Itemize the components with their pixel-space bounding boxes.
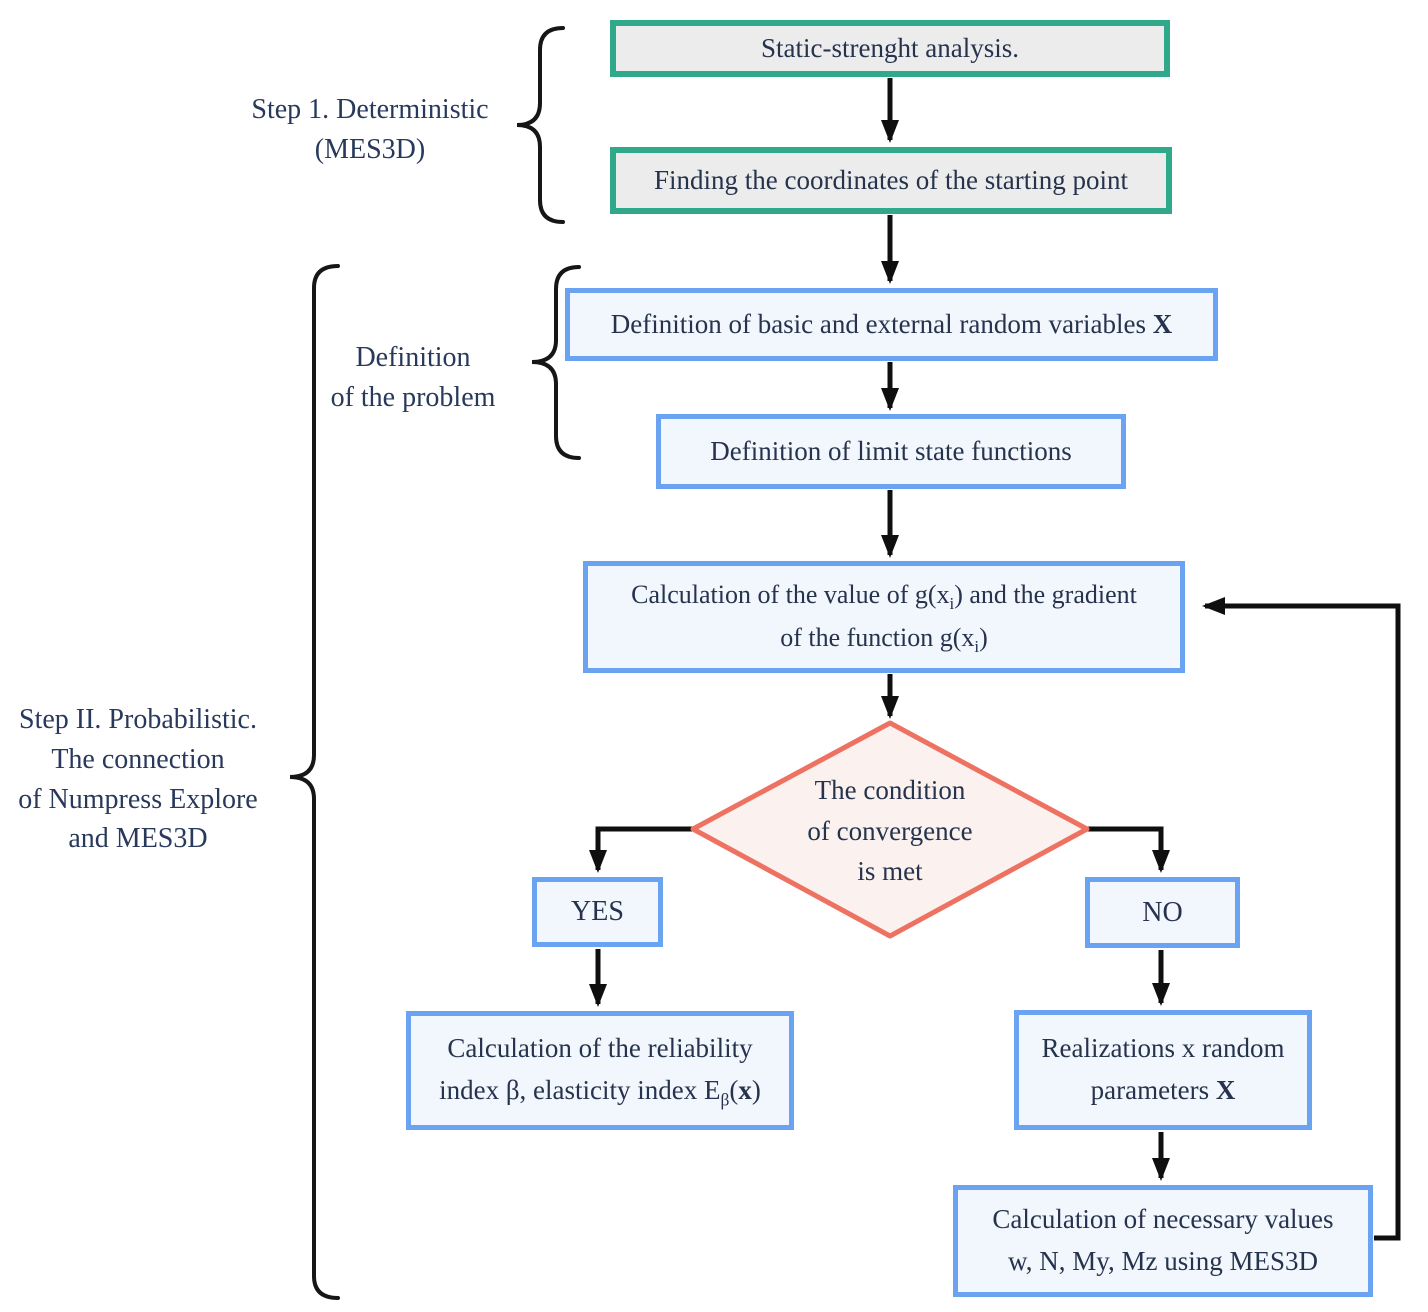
label-step2: Step II. Probabilistic. The connection of … <box>2 700 274 859</box>
node-limit-state: Definition of limit state functions <box>656 414 1126 489</box>
arrow-feedback-necessary-to-gradient <box>1202 597 1401 1241</box>
node-reliability-index: Calculation of the reliability index β, … <box>406 1011 794 1130</box>
node-realizations-line2: parameters X <box>1090 1075 1236 1105</box>
text-line: The condition <box>814 775 966 805</box>
node-yes: YES <box>532 877 663 947</box>
node-necessary-values: Calculation of necessary values w, N, My,… <box>953 1185 1373 1297</box>
node-realizations: Realizations x random parameters X <box>1014 1010 1312 1130</box>
node-yes-label: YES <box>571 896 624 928</box>
text-line: w, N, My, Mz using MES3D <box>1007 1246 1318 1276</box>
node-static-strength-analysis-label: Static-strenght analysis. <box>761 33 1019 64</box>
node-gradient-calc: Calculation of the value of g(xi) and th… <box>583 561 1185 673</box>
node-starting-point: Finding the coordinates of the starting … <box>610 147 1172 214</box>
node-gradient-calc-line1: Calculation of the value of g(xi) and th… <box>631 579 1137 613</box>
node-starting-point-label: Finding the coordinates of the starting … <box>654 165 1128 196</box>
brace-step2 <box>289 264 340 1300</box>
text-line: (MES3D) <box>314 133 426 165</box>
label-definition-of-problem: Definition of the problem <box>318 338 508 418</box>
label-step1: Step 1. Deterministic (MES3D) <box>225 90 515 170</box>
brace-definition <box>531 265 581 460</box>
node-realizations-line1: Realizations x random <box>1041 1033 1285 1064</box>
node-convergence-diamond-shape <box>690 720 1090 939</box>
text-line: Step II. Probabilistic. <box>19 704 257 735</box>
text-line: and MES3D <box>68 823 208 855</box>
text-line: Calculation of necessary values <box>992 1204 1334 1235</box>
node-static-strength-analysis: Static-strenght analysis. <box>610 20 1170 77</box>
node-reliability-index-line1: Calculation of the reliability <box>447 1032 753 1063</box>
node-random-variables-label: Definition of basic and external random … <box>610 309 1173 340</box>
arrow-diamond-to-no <box>1086 826 1170 873</box>
text-line: is met <box>857 856 923 886</box>
node-necessary-values-lines: Calculation of necessary values w, N, My,… <box>992 1199 1333 1283</box>
arrow-diamond-to-yes <box>589 826 695 873</box>
node-random-variables: Definition of basic and external random … <box>565 288 1218 361</box>
text-line: of convergence <box>807 815 973 846</box>
text-line: of the problem <box>330 381 496 413</box>
node-no: NO <box>1085 877 1240 948</box>
text-line: Step 1. Deterministic <box>251 94 489 125</box>
text-line: The connection <box>51 743 225 775</box>
node-limit-state-label: Definition of limit state functions <box>710 436 1072 467</box>
node-no-label: NO <box>1142 896 1183 928</box>
text-line: Definition <box>355 342 471 373</box>
node-reliability-index-line2: index β, elasticity index Eβ(x) <box>439 1074 761 1110</box>
brace-step1 <box>516 26 565 224</box>
text-line: of Numpress Explore <box>18 783 258 815</box>
node-gradient-calc-line2: of the function g(xi) <box>780 623 988 657</box>
node-convergence-label: The condition of convergence is met <box>738 770 1042 892</box>
